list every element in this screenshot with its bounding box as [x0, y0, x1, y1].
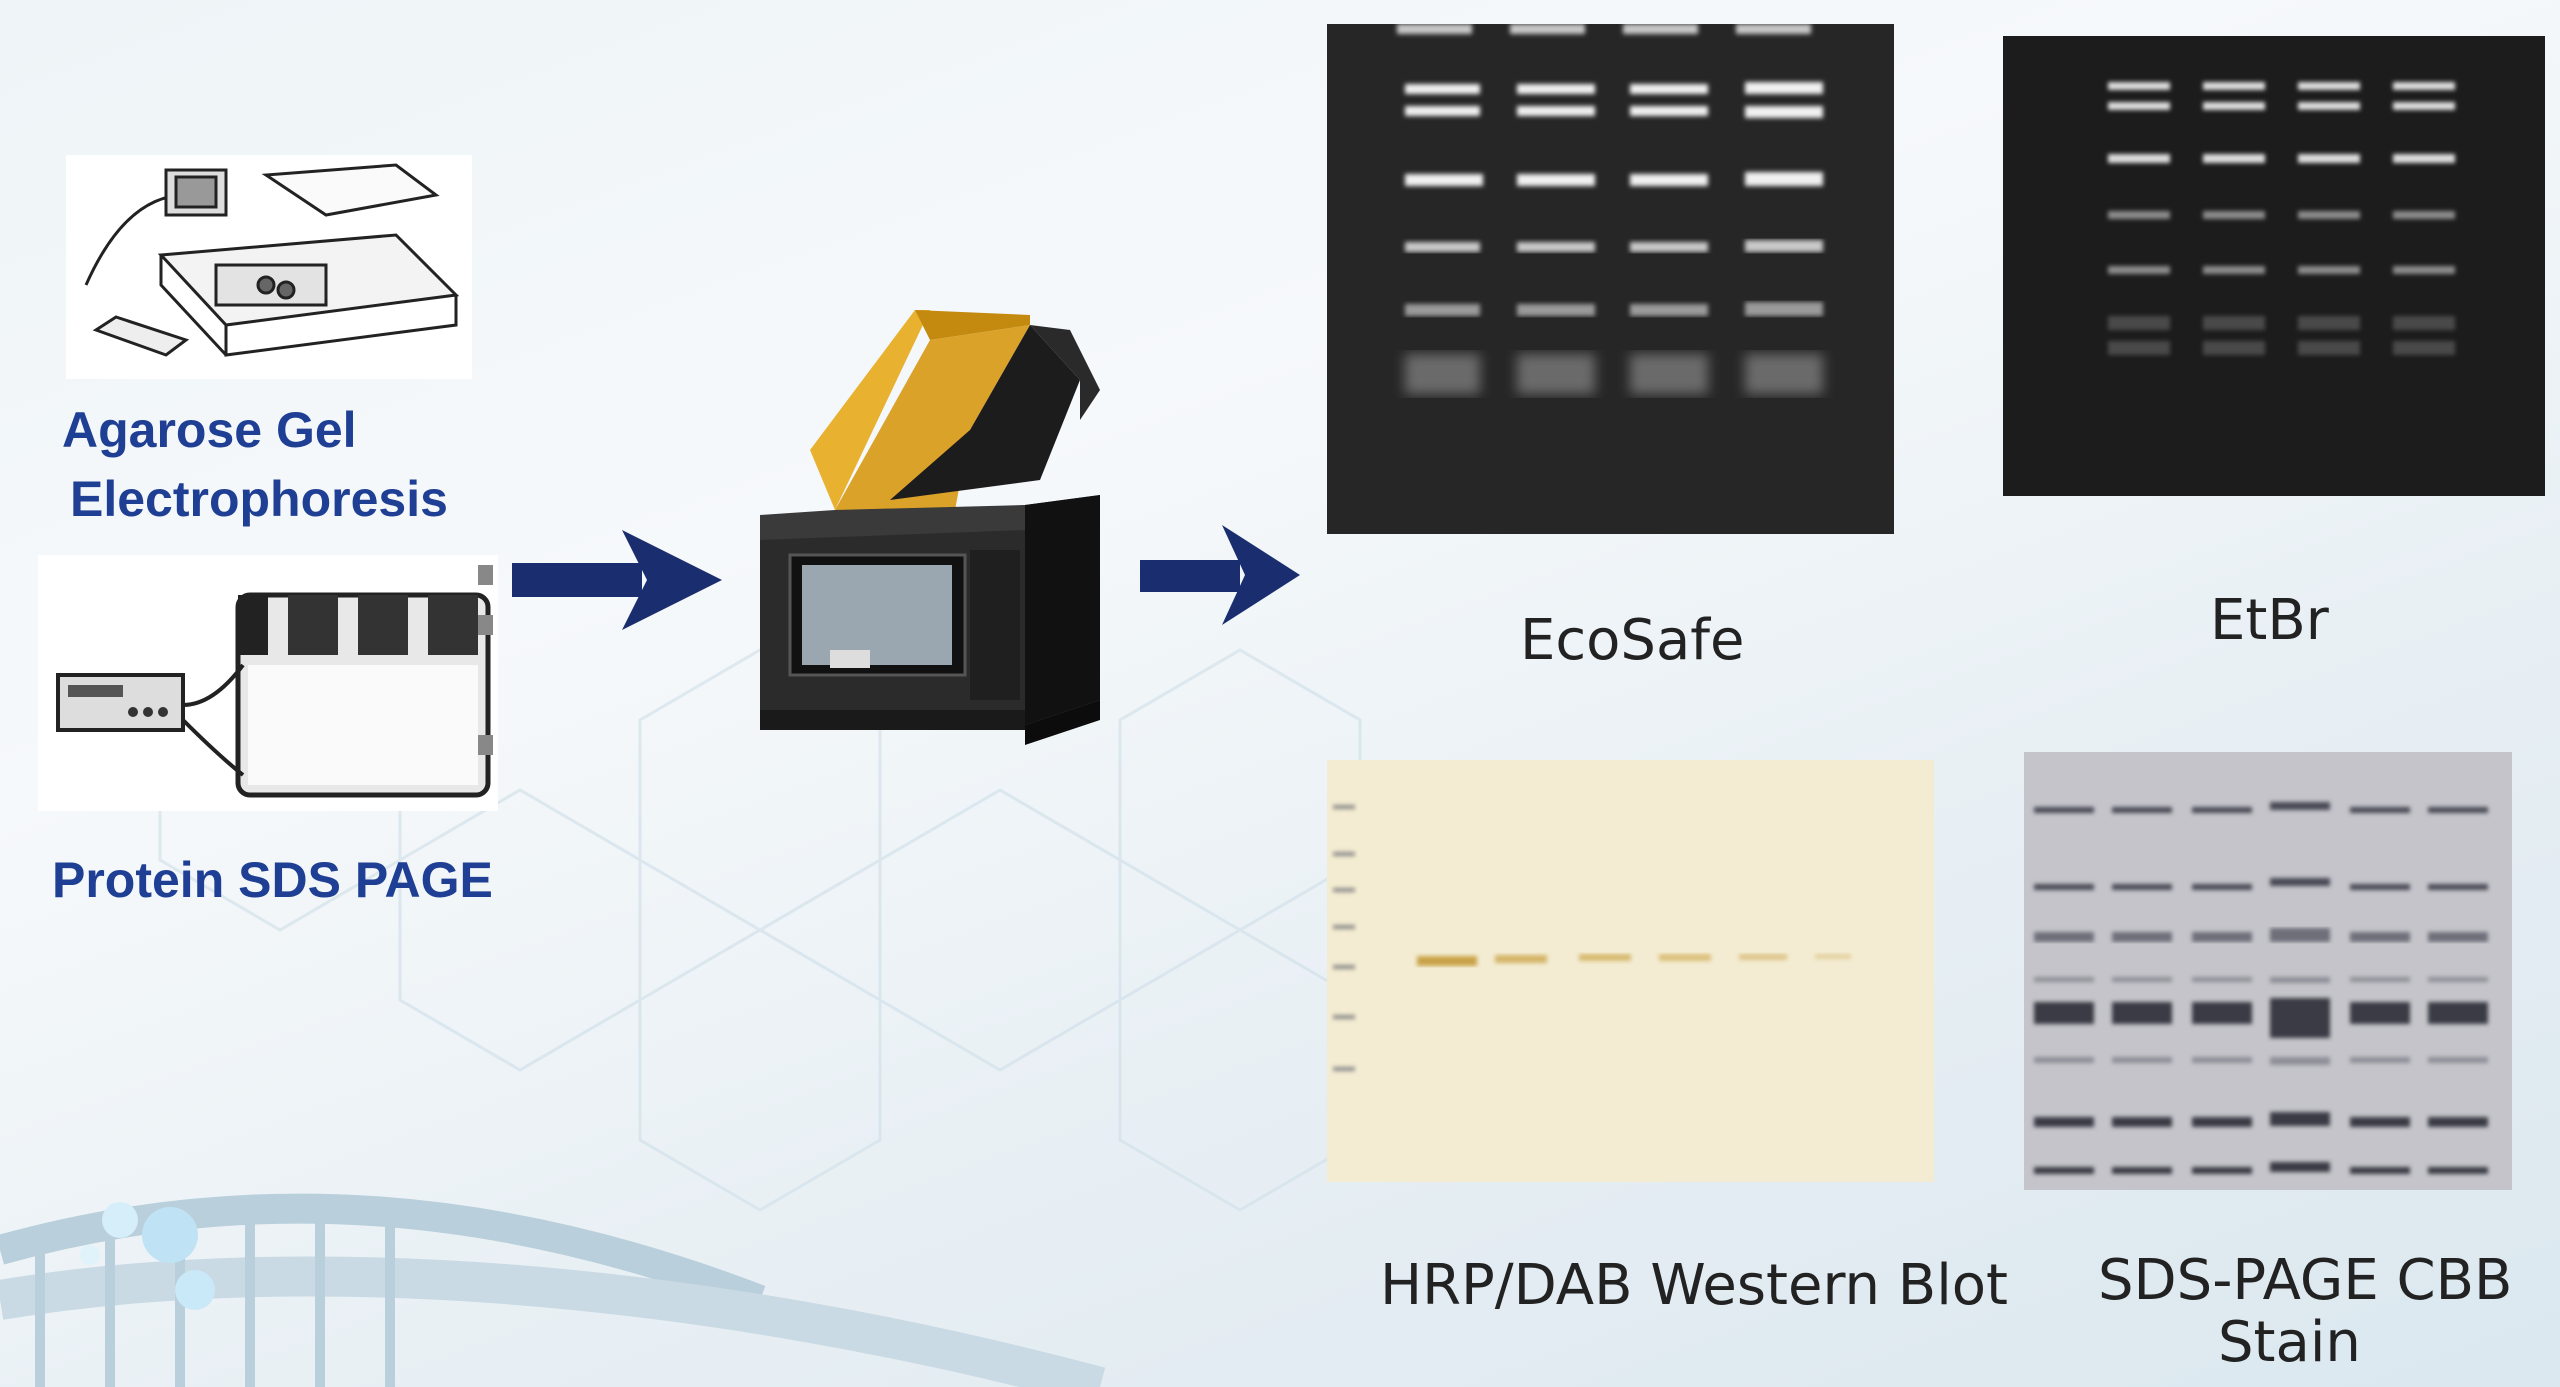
right-arrow-icon: [512, 530, 722, 630]
sds-page-cbb-caption-line2: Stain: [2218, 1310, 2361, 1375]
sds-page-cbb-caption-line1: SDS-PAGE CBB: [2098, 1248, 2513, 1313]
ecosafe-gel-image: [1327, 24, 1894, 534]
agarose-label-line1: Agarose Gel: [62, 402, 357, 458]
ecosafe-caption: EcoSafe: [1520, 608, 1745, 673]
agarose-apparatus-illustration: [66, 155, 472, 379]
protein-sds-page-label: Protein SDS PAGE: [52, 852, 493, 908]
western-blot-caption: HRP/DAB Western Blot: [1380, 1253, 2008, 1318]
etbr-gel-image: [2003, 36, 2545, 496]
agarose-label-line2: Electrophoresis: [70, 471, 448, 527]
sds-page-apparatus-illustration: [38, 555, 498, 811]
gel-imager-device: [760, 310, 1100, 745]
sds-page-cbb-image: [2024, 752, 2512, 1190]
etbr-caption: EtBr: [2210, 588, 2329, 653]
western-blot-image: [1327, 760, 1934, 1182]
right-arrow-icon: [1140, 525, 1300, 625]
